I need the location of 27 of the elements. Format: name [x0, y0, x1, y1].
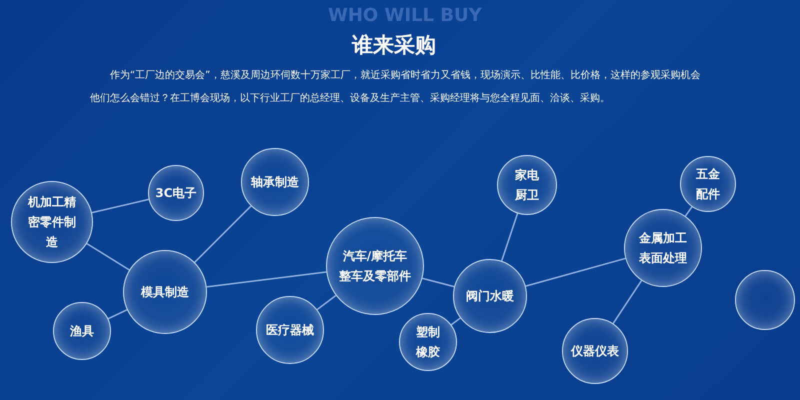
- bubble-label: 金属加工表面处理: [638, 230, 688, 267]
- intro-paragraph: 作为“工厂边的交易会”，慈溪及周边环伺数十万家工厂，就近采购省时省力又省钱，现场演示、比性能、比价格，这样的参观采购机会他们怎么会错过？在工博会现场，以下行业工厂的总经理、设备及生产主管、采购经理将与您全程见面、洽谈、采购。: [90, 68, 702, 106]
- bubble-label: 仪器仪表: [570, 343, 620, 360]
- connector-line: [206, 271, 326, 288]
- bubble-label: 模具制造: [140, 284, 190, 301]
- connector-line: [422, 278, 454, 288]
- bubble-label: 医疗器械: [265, 322, 315, 339]
- connector-line: [86, 242, 130, 271]
- connector-line: [92, 198, 149, 214]
- connector-line: [525, 258, 626, 287]
- connector-line: [612, 280, 642, 324]
- bubble-label: 3C电子: [154, 185, 198, 202]
- bubble-label: 五金配件: [695, 166, 721, 203]
- bubble-label: 家电厨卫: [514, 167, 540, 204]
- connector-line: [450, 317, 461, 326]
- bubble-label: 阀门水暖: [465, 288, 515, 305]
- connector-line: [684, 206, 692, 217]
- connector-line: [194, 206, 252, 263]
- connector-line: [316, 294, 336, 310]
- bubble-label: 机加工精密零件制造: [27, 194, 77, 251]
- connector-line: [500, 213, 518, 262]
- connector-line: [108, 309, 128, 320]
- bubble-label: 轴承制造: [250, 174, 300, 191]
- bubble-label: 渔具: [69, 323, 95, 340]
- title: 谁来采购: [352, 32, 436, 59]
- bubble-label: 塑制橡胶: [414, 324, 441, 361]
- bubble-label: 汽车/摩托车整车及零部件: [338, 248, 412, 285]
